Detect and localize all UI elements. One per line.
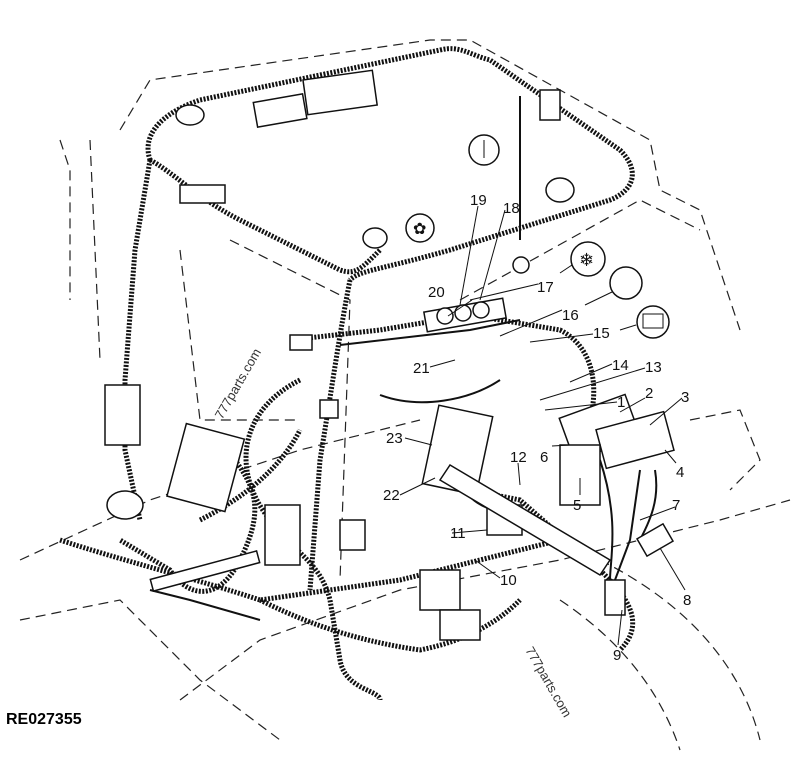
indicator-symbols: ✿ ❄: [405, 134, 670, 339]
reference-code: RE027355: [6, 711, 82, 728]
connector-small2: [319, 399, 339, 419]
callout-labels: 1 2 3 4 5 6 7 8 9 10 11 12 13 14 15 16 1…: [383, 192, 691, 664]
callout-4: 4: [676, 464, 684, 481]
horn: [339, 519, 366, 551]
speaker-rear: [362, 227, 388, 249]
svg-text:❄: ❄: [579, 250, 594, 270]
callout-10: 10: [500, 572, 517, 589]
callout-9: 9: [613, 647, 621, 664]
callout-17: 17: [537, 279, 554, 296]
callout-8: 8: [683, 592, 691, 609]
work-light-center: [264, 504, 301, 566]
svg-text:✿: ✿: [413, 221, 426, 238]
wiper-symbol-icon: [636, 305, 670, 339]
watermark-1: 777parts.com: [212, 346, 264, 422]
wiper-motor: [179, 184, 226, 204]
callout-7: 7: [672, 497, 680, 514]
callout-18: 18: [503, 200, 520, 217]
callout-12: 12: [510, 449, 527, 466]
antenna-base: [512, 256, 530, 274]
callout-19: 19: [470, 192, 487, 209]
dome-light: [252, 92, 308, 129]
callout-11: 11: [450, 525, 466, 542]
fuse-panel-3: [595, 410, 675, 470]
callout-23: 23: [386, 430, 403, 447]
ground-strap-12: [438, 463, 612, 577]
callout-3: 3: [681, 389, 689, 406]
callout-6: 6: [540, 449, 548, 466]
watermark-2: 777parts.com: [522, 644, 574, 720]
callout-1: 1: [617, 394, 625, 411]
bracket: [149, 550, 261, 592]
relay-pack: [419, 569, 461, 611]
callout-21: 21: [413, 360, 430, 377]
control-module-left: [166, 422, 246, 513]
radio-unit: [302, 69, 379, 116]
speaker-left: [175, 104, 205, 126]
light-symbol-icon: [609, 266, 643, 300]
components: [104, 69, 675, 641]
connector-9: [604, 579, 626, 616]
mirror-light: [539, 89, 561, 121]
relay-block-5: [559, 444, 601, 506]
connector-8: [635, 522, 675, 558]
roof-harness: [59, 46, 636, 701]
rear-light: [439, 609, 481, 641]
speaker-right: [545, 177, 575, 203]
callout-14: 14: [612, 357, 629, 374]
beacon: [106, 490, 144, 520]
callout-16: 16: [562, 307, 579, 324]
callout-15: 15: [593, 325, 610, 342]
snowflake-symbol-icon: [570, 241, 606, 277]
callout-20: 20: [428, 284, 445, 301]
callout-13: 13: [645, 359, 662, 376]
callout-22: 22: [383, 487, 400, 504]
wires: [149, 96, 658, 621]
callout-2: 2: [645, 385, 653, 402]
leader-lines: [399, 205, 686, 646]
fan-symbol-icon: [405, 213, 435, 243]
callout-5: 5: [573, 497, 581, 514]
work-light-left: [104, 384, 141, 446]
connector-small: [289, 334, 313, 351]
